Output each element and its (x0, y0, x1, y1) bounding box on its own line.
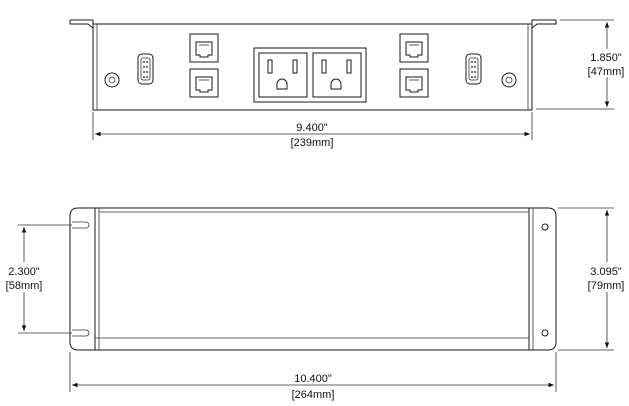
screw-icon (501, 72, 517, 88)
dim-mount-inches: 2.300" (8, 266, 40, 278)
dimension-width-bottom: 10.400" [264mm] (69, 352, 557, 401)
enclosure-body (94, 207, 530, 351)
rj45-jack-icon (399, 33, 429, 63)
mounting-slot (72, 221, 90, 229)
rj45-jack-icon (189, 33, 219, 63)
front-panel-outline (92, 23, 533, 111)
dimension-mount-spacing: 2.300" [58mm] (2, 224, 72, 334)
right-end-bracket (529, 207, 557, 351)
rj45-jack-icon (399, 68, 429, 98)
plan-view: 2.300" [58mm] 3.095" [79mm] 10.400" [264… (2, 207, 628, 401)
db9-connector-icon (137, 53, 154, 85)
rj45-jack-icon (189, 68, 219, 98)
dim-mount-mm: [58mm] (6, 280, 43, 292)
dim-depth-mm: [79mm] (588, 280, 625, 292)
dim-height-inches: 1.850" (590, 52, 622, 64)
db9-connector-icon (465, 53, 482, 85)
front-panel-view: 9.400" [239mm] 1.850" [47mm] (69, 19, 627, 149)
dimension-height-top: 1.850" [47mm] (536, 19, 627, 110)
power-outlet-icon (253, 47, 367, 103)
dimension-depth: 3.095" [79mm] (558, 207, 628, 351)
screw-icon (104, 72, 120, 88)
mounting-hole (541, 329, 549, 337)
dim-width-inches: 9.400" (296, 122, 328, 134)
dim-total-width-mm: [264mm] (292, 389, 335, 401)
dimension-width-top: 9.400" [239mm] (92, 112, 533, 149)
dim-depth-inches: 3.095" (590, 266, 622, 278)
mounting-hole (541, 223, 549, 231)
dim-total-width-inches: 10.400" (294, 373, 332, 385)
left-end-bracket (69, 207, 95, 351)
dim-width-mm: [239mm] (291, 137, 334, 149)
dim-height-mm: [47mm] (588, 66, 625, 78)
mounting-slot (72, 329, 90, 337)
